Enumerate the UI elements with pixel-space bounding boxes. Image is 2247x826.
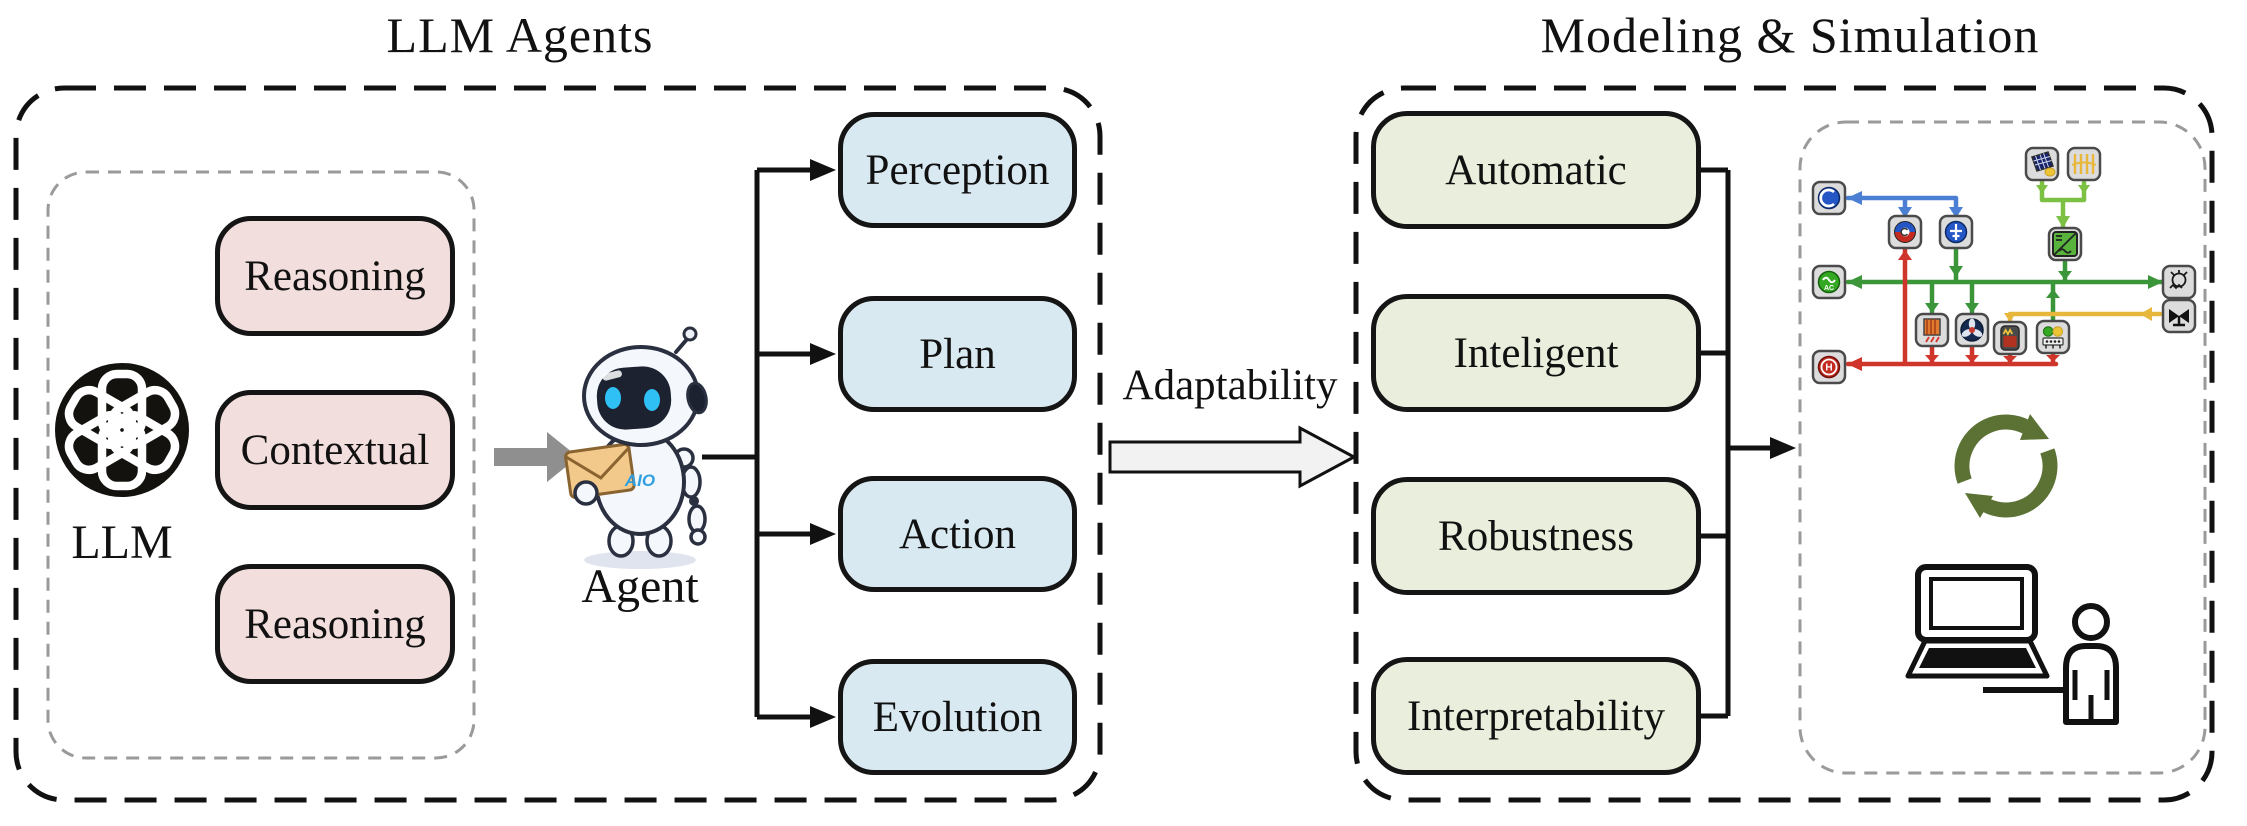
agent-module-connectors	[702, 159, 836, 728]
hydrogen-icon: H	[1811, 349, 1847, 385]
heat-exchanger-icon	[1914, 312, 1950, 348]
llm-label: LLM	[71, 515, 173, 569]
property-label: Automatic	[1445, 146, 1627, 194]
module-box-perception: Perception	[838, 112, 1077, 228]
valve-icon	[2161, 298, 2197, 334]
grounding-icon	[1938, 214, 1974, 250]
chp-icon	[2035, 319, 2071, 355]
property-box-robustness: Robustness	[1371, 477, 1701, 595]
capability-box-reasoning-2: Reasoning	[215, 564, 455, 684]
inverter-icon	[2047, 226, 2083, 262]
agent-label: Agent	[581, 559, 699, 613]
module-label: Action	[898, 510, 1017, 558]
robot-agent-icon: AIO	[564, 326, 708, 569]
ac-grid-icon: AC	[1811, 264, 1847, 300]
property-box-inteligent: Inteligent	[1371, 294, 1701, 412]
property-box-automatic: Automatic	[1371, 111, 1701, 229]
solar-panel-icon	[2024, 146, 2060, 182]
module-label: Perception	[865, 146, 1050, 194]
svg-text:AC: AC	[1824, 285, 1834, 292]
property-label: Robustness	[1438, 512, 1634, 560]
laptop-icon	[1905, 564, 2072, 693]
simulation-network-illustration: AC H	[1811, 146, 2197, 385]
property-box-interpretability: Interpretability	[1371, 657, 1701, 775]
pv-array-icon	[2066, 146, 2102, 182]
adaptability-arrow	[1108, 425, 1358, 489]
module-box-evolution: Evolution	[838, 659, 1077, 775]
capability-label: Contextual	[240, 426, 430, 474]
capability-box-contextual: Contextual	[215, 390, 455, 510]
module-label: Plan	[919, 330, 996, 378]
modeling-simulation-dashed-box	[1353, 85, 2215, 803]
right-panel-title: Modeling & Simulation	[1540, 7, 2040, 63]
agent-chest-text: AIO	[624, 471, 655, 490]
adaptability-label: Adaptability	[1122, 362, 1338, 409]
chiller-icon	[1811, 180, 1847, 216]
llm-agents-dashed-box	[13, 85, 1103, 803]
llm-to-agent-arrow	[494, 432, 578, 482]
generator-icon	[2161, 264, 2197, 300]
property-label: Inteligent	[1453, 329, 1619, 377]
left-panel-title: LLM Agents	[386, 7, 654, 63]
module-box-action: Action	[838, 476, 1077, 592]
simulation-inner-dashed-box	[1798, 120, 2207, 775]
property-label: Interpretability	[1407, 692, 1665, 740]
capability-label: Reasoning	[244, 600, 426, 648]
person-icon	[2063, 603, 2119, 725]
storage-tank-icon	[1992, 320, 2028, 356]
heat-pump-icon	[1887, 214, 1923, 250]
recycle-icon	[1954, 414, 2058, 518]
capability-label: Reasoning	[244, 252, 426, 300]
capability-box-reasoning-1: Reasoning	[215, 216, 455, 336]
fan-icon	[1954, 312, 1990, 348]
llm-inner-dashed-box	[46, 170, 476, 760]
property-connectors	[1699, 167, 1796, 719]
module-label: Evolution	[872, 693, 1043, 741]
openai-logo-icon	[55, 363, 189, 497]
module-box-plan: Plan	[838, 296, 1077, 412]
svg-text:H: H	[1825, 363, 1832, 374]
